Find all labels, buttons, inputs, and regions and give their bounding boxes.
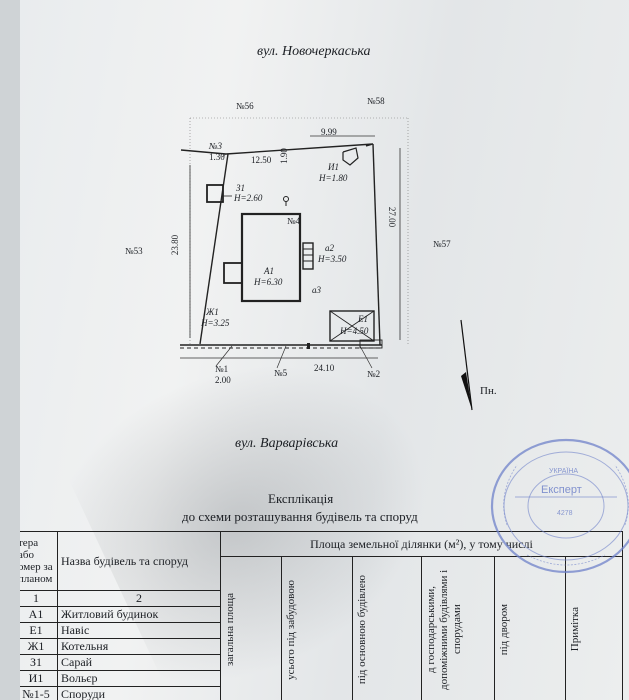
dim-1-90: 1.90	[278, 148, 289, 164]
label-n5: №5	[274, 368, 288, 378]
building-a2	[302, 242, 314, 270]
label-e1-height: H=4.50	[340, 326, 369, 336]
stamp-word: Експерт	[541, 484, 582, 496]
neighbor-56: №56	[236, 101, 254, 111]
parcel-right-edge	[372, 143, 381, 346]
header-letter: тера або омер за планом	[20, 531, 58, 591]
explication-title: Експлікація	[268, 491, 334, 506]
header-name: Назва будівель та споруд	[57, 531, 221, 591]
col-total-area: загальна площа	[220, 556, 282, 700]
label-a2-height: H=3.50	[318, 254, 347, 264]
dim-23-80: 23.80	[170, 234, 181, 256]
label-a1-height: H=6.30	[254, 277, 283, 287]
dim-24-10: 24.10	[314, 363, 335, 373]
neighbor-57: №57	[433, 239, 451, 249]
label-n2: №2	[367, 369, 381, 379]
north-arrow	[460, 319, 473, 411]
num-col-2: 2	[57, 590, 221, 607]
table-row: И1 Вольєр	[20, 670, 623, 687]
stamp-number: 4278	[557, 510, 573, 517]
table-row: А1 Житловий будинок	[20, 606, 623, 623]
table-row: №1-5 Споруди	[20, 686, 623, 700]
label-i1-height: H=1.80	[319, 173, 348, 183]
col-yard: під двором	[494, 556, 566, 700]
explication-subtitle: до схеми розташування будівель та споруд	[182, 509, 418, 524]
building-a1	[240, 212, 302, 303]
label-z1-height: H=2.60	[234, 193, 263, 203]
building-i1	[342, 147, 359, 166]
building-z1	[206, 184, 224, 203]
label-n3: №3	[209, 141, 222, 151]
neighbor-58: №58	[367, 96, 385, 106]
label-n1-length: 2.00	[215, 375, 231, 385]
header-area: Площа земельної ділянки (м²), у тому чис…	[220, 531, 623, 557]
dim-27-00: 27.00	[387, 206, 398, 228]
col-main-building: під основною будівлею	[352, 556, 422, 700]
label-n3-height: 1.30	[209, 152, 225, 162]
neighbor-53: №53	[125, 246, 143, 256]
label-i1: И1	[328, 162, 339, 172]
building-zh1	[223, 262, 243, 284]
dim-9-99: 9.99	[321, 127, 337, 137]
street-top: вул. Новочеркаська	[257, 44, 371, 59]
site-plan	[180, 117, 473, 411]
label-a1: А1	[264, 266, 274, 276]
building-e1	[329, 310, 375, 342]
label-a3: а3	[312, 285, 321, 295]
num-col-1: 1	[20, 590, 58, 607]
table-row: З1 Сарай	[20, 654, 623, 671]
label-zh1: Ж1	[206, 307, 219, 317]
label-a2: а2	[325, 243, 334, 253]
label-n1: №1	[215, 364, 229, 374]
parcel-top-edge	[180, 143, 374, 155]
stamp-country: УКРАЇНА	[549, 467, 578, 475]
label-zh1-height: H=3.25	[201, 318, 230, 328]
north-label: Пн.	[480, 385, 497, 397]
explication-table: тера або омер за планом Назва будівель т…	[20, 531, 623, 700]
label-e1: Е1	[358, 314, 368, 324]
col-built-up: усього під забудовою	[281, 556, 353, 700]
expert-stamp: Експерт УКРАЇНА 4278	[490, 438, 629, 574]
label-z1: З1	[236, 183, 245, 193]
table-row: Ж1 Котельня	[20, 638, 623, 655]
col-note: Примітка	[565, 556, 623, 700]
document-page: вул. Новочеркаська вул. Варварівська	[20, 0, 629, 700]
label-n4: №4	[287, 216, 301, 226]
dim-12-50: 12.50	[251, 155, 272, 165]
street-bottom: вул. Варварівська	[235, 436, 339, 451]
col-auxiliary: д господарськими, допоміжними будівлями …	[421, 556, 495, 700]
